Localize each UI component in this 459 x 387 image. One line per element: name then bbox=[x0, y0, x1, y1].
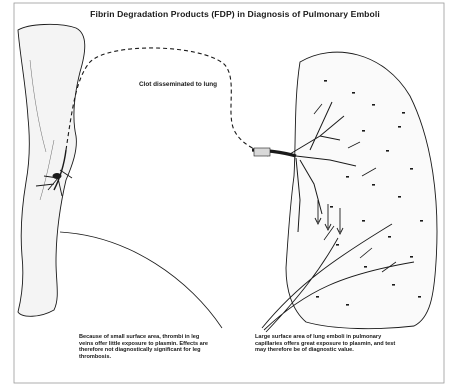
embolus-route bbox=[66, 48, 268, 156]
leg-outline bbox=[18, 24, 85, 316]
leg-caption: Because of small surface area, thrombi i… bbox=[79, 334, 211, 360]
clot-label: Clot disseminated to lung bbox=[118, 81, 238, 88]
lung-outline bbox=[286, 52, 437, 328]
leg-illustration bbox=[18, 24, 85, 316]
leg-pointer-line bbox=[60, 232, 222, 328]
thrombus bbox=[53, 173, 62, 179]
clot-fragment bbox=[254, 148, 270, 156]
diagram-title: Fibrin Degradation Products (FDP) in Dia… bbox=[20, 9, 450, 19]
lung-caption: Large surface area of lung emboli in pul… bbox=[255, 334, 405, 354]
lung-illustration bbox=[252, 52, 437, 328]
